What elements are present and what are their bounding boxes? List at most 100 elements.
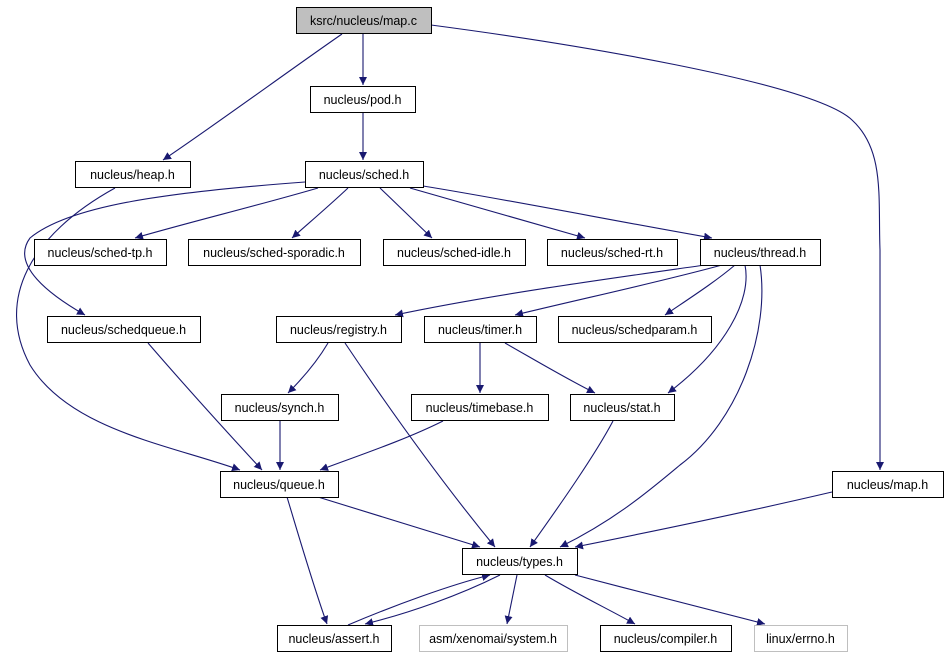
node-box — [424, 316, 537, 343]
node-box — [277, 625, 392, 652]
node-box — [310, 86, 416, 113]
edge-thread-to-timer — [514, 264, 723, 317]
edge-map-h-to-types — [574, 491, 833, 550]
node-label: asm/xenomai/system.h — [429, 632, 557, 646]
edge-registry-to-types — [344, 342, 496, 548]
node-errno: linux/errno.h — [754, 625, 848, 652]
node-box — [832, 471, 944, 498]
node-box — [600, 625, 732, 652]
edge-map-c-to-map-h — [430, 24, 884, 470]
node-compiler[interactable]: nucleus/compiler.h — [600, 625, 732, 652]
node-box — [754, 625, 848, 652]
edge-schedqueue-to-queue — [147, 342, 263, 471]
node-box — [383, 239, 526, 266]
edge-thread-to-types — [559, 264, 763, 548]
node-box — [570, 394, 675, 421]
node-map-c[interactable]: ksrc/nucleus/map.c — [296, 7, 432, 34]
node-queue[interactable]: nucleus/queue.h — [220, 471, 339, 498]
edge-sched-to-schedqueue — [24, 181, 306, 316]
edge-queue-to-types — [317, 496, 481, 549]
node-label: nucleus/types.h — [476, 555, 563, 569]
node-box — [221, 394, 339, 421]
node-label: ksrc/nucleus/map.c — [310, 14, 417, 28]
node-pod[interactable]: nucleus/pod.h — [310, 86, 416, 113]
node-box — [296, 7, 432, 34]
edge-thread-to-registry — [394, 264, 706, 318]
edge-map-c-to-heap — [162, 33, 343, 161]
node-system: asm/xenomai/system.h — [419, 625, 568, 652]
edge-sched-to-sched-tp — [134, 187, 319, 240]
node-sched-sporadic[interactable]: nucleus/sched-sporadic.h — [188, 239, 361, 266]
node-label: nucleus/sched-idle.h — [397, 246, 511, 260]
node-box — [188, 239, 361, 266]
node-label: nucleus/sched.h — [319, 168, 409, 182]
node-sched-rt[interactable]: nucleus/sched-rt.h — [547, 239, 678, 266]
edge-sched-to-sched-rt — [409, 187, 586, 240]
node-label: nucleus/map.h — [847, 478, 928, 492]
edge-registry-to-synch — [287, 342, 329, 394]
node-timebase[interactable]: nucleus/timebase.h — [411, 394, 549, 421]
node-label: linux/errno.h — [766, 632, 835, 646]
edge-types-to-assert — [364, 574, 501, 626]
node-heap[interactable]: nucleus/heap.h — [75, 161, 191, 188]
edge-thread-to-schedparam — [664, 264, 736, 316]
node-box — [419, 625, 568, 652]
edge-heap-to-queue — [16, 187, 241, 472]
node-label: nucleus/sched-rt.h — [561, 246, 663, 260]
node-label: nucleus/assert.h — [288, 632, 379, 646]
node-box — [700, 239, 821, 266]
node-label: nucleus/stat.h — [583, 401, 660, 415]
node-label: nucleus/queue.h — [233, 478, 325, 492]
edge-types-to-compiler — [544, 574, 636, 625]
edge-queue-to-assert — [286, 496, 329, 625]
edge-sched-to-sched-idle — [379, 187, 433, 239]
edge-types-to-system — [504, 574, 518, 625]
node-box — [411, 394, 549, 421]
edge-timebase-to-queue — [319, 420, 444, 471]
node-label: nucleus/registry.h — [290, 323, 387, 337]
node-label: nucleus/sched-sporadic.h — [203, 246, 345, 260]
node-box — [558, 316, 712, 343]
edges-layer — [16, 24, 884, 626]
node-types[interactable]: nucleus/types.h — [462, 548, 578, 575]
node-schedparam[interactable]: nucleus/schedparam.h — [558, 316, 712, 343]
node-stat[interactable]: nucleus/stat.h — [570, 394, 675, 421]
node-map-h[interactable]: nucleus/map.h — [832, 471, 944, 498]
edge-thread-to-stat — [667, 264, 747, 394]
node-timer[interactable]: nucleus/timer.h — [424, 316, 537, 343]
node-registry[interactable]: nucleus/registry.h — [276, 316, 402, 343]
edge-types-to-errno — [574, 574, 766, 626]
node-schedqueue[interactable]: nucleus/schedqueue.h — [47, 316, 201, 343]
edge-sched-to-thread — [422, 185, 713, 241]
edge-timer-to-stat — [504, 342, 596, 394]
node-synch[interactable]: nucleus/synch.h — [221, 394, 339, 421]
node-thread[interactable]: nucleus/thread.h — [700, 239, 821, 266]
node-assert[interactable]: nucleus/assert.h — [277, 625, 392, 652]
edge-assert-to-types — [347, 573, 491, 626]
node-box — [305, 161, 424, 188]
node-label: nucleus/schedparam.h — [572, 323, 698, 337]
edge-stat-to-types — [529, 420, 614, 548]
node-label: nucleus/timer.h — [438, 323, 522, 337]
edge-sched-to-sched-sporadic — [291, 187, 349, 239]
node-sched-idle[interactable]: nucleus/sched-idle.h — [383, 239, 526, 266]
node-box — [47, 316, 201, 343]
node-box — [276, 316, 402, 343]
nodes-layer: ksrc/nucleus/map.c nucleus/pod.h nucleus/h… — [34, 7, 944, 652]
node-label: nucleus/compiler.h — [614, 632, 718, 646]
node-sched-tp[interactable]: nucleus/sched-tp.h — [34, 239, 167, 266]
node-box — [462, 548, 578, 575]
node-box — [220, 471, 339, 498]
node-box — [34, 239, 167, 266]
node-label: nucleus/thread.h — [714, 246, 806, 260]
node-label: nucleus/heap.h — [90, 168, 175, 182]
node-label: nucleus/pod.h — [324, 93, 402, 107]
node-label: nucleus/sched-tp.h — [48, 246, 153, 260]
node-box — [547, 239, 678, 266]
node-sched[interactable]: nucleus/sched.h — [305, 161, 424, 188]
node-box — [75, 161, 191, 188]
node-label: nucleus/synch.h — [235, 401, 325, 415]
node-label: nucleus/timebase.h — [426, 401, 534, 415]
node-label: nucleus/schedqueue.h — [61, 323, 186, 337]
